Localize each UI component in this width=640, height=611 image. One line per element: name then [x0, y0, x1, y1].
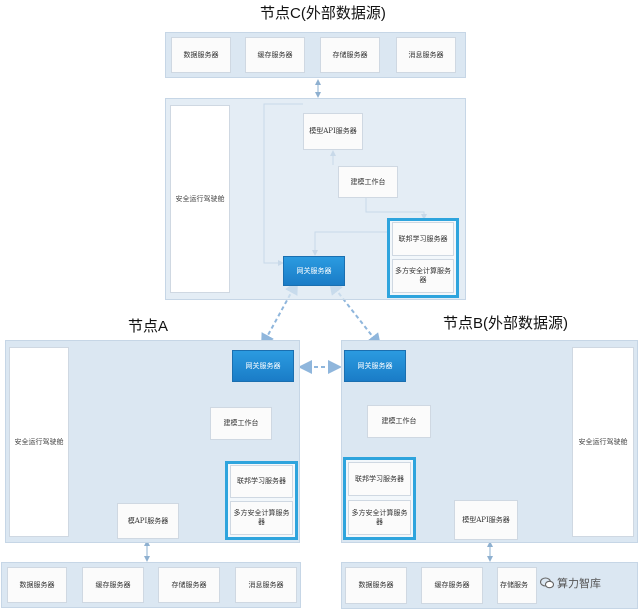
node-a-gateway-server: 网关服务器: [232, 350, 294, 382]
node-c-model-api-server: 模型API服务器: [303, 113, 363, 150]
node-a-title: 节点A: [128, 318, 169, 335]
node-b-data-server: 数据服务器: [345, 567, 407, 604]
node-a-mpc-server: 多方安全计算服务器: [230, 501, 293, 535]
watermark: 算力智库: [540, 575, 601, 591]
node-a-modeling-workbench: 建模工作台: [210, 407, 272, 440]
node-a-data-server: 数据服务器: [7, 567, 67, 603]
node-b-mpc-server: 多方安全计算服务器: [348, 500, 411, 535]
node-b-safety-cockpit: 安全运行驾驶舱: [572, 347, 634, 537]
node-a-model-api-server: 模API服务器: [117, 503, 179, 539]
node-b-model-api-server: 模型API服务器: [454, 500, 518, 540]
node-a-safety-cockpit: 安全运行驾驶舱: [9, 347, 69, 537]
node-c-storage-server: 存储服务器: [320, 37, 380, 73]
node-c-cache-server: 缓存服务器: [245, 37, 305, 73]
node-b-title: 节点B(外部数据源): [443, 315, 568, 332]
node-c-safety-cockpit: 安全运行驾驶舱: [170, 105, 230, 293]
node-c-title: 节点C(外部数据源): [260, 5, 386, 22]
watermark-text: 算力智库: [557, 577, 601, 590]
node-c-federated-server: 联邦学习服务器: [392, 222, 454, 256]
node-c-modeling-workbench: 建模工作台: [338, 166, 398, 198]
node-a-federated-server: 联邦学习服务器: [230, 465, 293, 498]
node-b-federated-server: 联邦学习服务器: [348, 462, 411, 496]
wechat-icon: [540, 577, 554, 589]
c-a-dashed-link: [261, 280, 298, 348]
node-c-gateway-server: 网关服务器: [283, 256, 345, 286]
node-c-message-server: 消息服务器: [396, 37, 456, 73]
node-b-gateway-server: 网关服务器: [344, 350, 406, 382]
node-a-cache-server: 缓存服务器: [82, 567, 144, 603]
node-c-data-server: 数据服务器: [171, 37, 231, 73]
node-b-cache-server: 缓存服务器: [421, 567, 483, 604]
node-a-storage-server: 存储服务器: [158, 567, 220, 603]
node-a-message-server: 消息服务器: [235, 567, 297, 603]
node-b-modeling-workbench: 建模工作台: [367, 405, 431, 438]
node-b-storage-server: 存储服务: [497, 567, 537, 604]
node-c-mpc-server: 多方安全计算服务器: [392, 259, 454, 293]
